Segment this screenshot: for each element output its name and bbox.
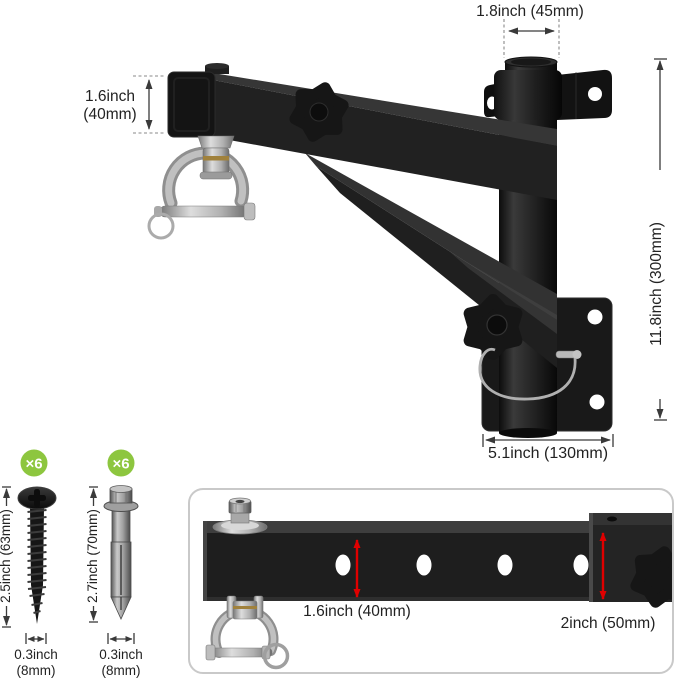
dim-label-top-width: 1.8inch (45mm) — [476, 3, 584, 20]
closeup-dim-label-end: 2inch (50mm) — [561, 615, 656, 632]
dim-post-height — [654, 58, 667, 421]
swivel-shackle — [147, 135, 256, 240]
closeup-end-hole — [607, 516, 617, 522]
closeup-bar — [203, 533, 589, 601]
qty-badge — [20, 449, 48, 477]
dim-label-screw-length: 2.5inch (63mm) — [0, 509, 13, 603]
bar-hole — [416, 554, 432, 576]
closeup-dim-lines — [353, 532, 607, 600]
qty-badge-label: ×6 — [112, 456, 129, 473]
plate-hole — [589, 394, 605, 410]
dim-label-plate-width: 5.1inch (130mm) — [488, 445, 608, 462]
included-screw: ×6 2.5inch (63mm) — [0, 449, 58, 678]
shackle-pin — [159, 205, 249, 218]
wood-screw — [17, 486, 57, 624]
bar-hole — [573, 554, 589, 576]
dim-plate-width — [482, 434, 614, 447]
shackle-ring — [147, 212, 175, 240]
mount-pipe — [494, 56, 562, 438]
closeup-panel-border — [188, 488, 674, 674]
wall-mount-bracket-figure — [147, 56, 613, 438]
dimension-annotations — [133, 19, 667, 447]
safety-pin-wire — [478, 347, 582, 401]
dim-screw-diameter — [25, 633, 47, 644]
dim-anchor-length — [89, 486, 98, 623]
bar-hole — [497, 554, 513, 576]
post-knob — [470, 300, 517, 354]
dim-label-cap-height-2: (40mm) — [83, 106, 136, 123]
included-anchor: ×6 2.7inch (70mm) 0.3inch (8mm) — [85, 449, 143, 678]
qty-badge-label: ×6 — [25, 456, 42, 473]
arm-end-cap — [167, 71, 216, 138]
anchor-bolt — [103, 485, 139, 620]
dim-screw-length — [2, 486, 11, 628]
dim-top-width — [503, 19, 560, 58]
plate-hole — [587, 309, 603, 325]
closeup-bar-top — [203, 521, 589, 533]
swivel-bolt-top — [205, 66, 229, 74]
bar-hole — [335, 554, 351, 576]
dim-label-anchor-diameter-2: (8mm) — [102, 663, 141, 678]
arm-knob — [292, 82, 346, 141]
dim-label-anchor-length: 2.7inch (70mm) — [85, 509, 100, 603]
qty-badge — [107, 449, 135, 477]
closeup-shackle — [205, 595, 290, 670]
dim-label-cap-height-1: 1.6inch — [85, 88, 135, 105]
dim-label-anchor-diameter-1: 0.3inch — [99, 647, 143, 662]
clamp-hole — [588, 87, 602, 101]
closeup-panel: 1.6inch (40mm) 2inch (50mm) — [188, 488, 674, 674]
dim-label-screw-diameter-2: (8mm) — [17, 663, 56, 678]
closeup-brass-ring — [233, 606, 257, 609]
closeup-shackle-ring — [262, 642, 290, 670]
dim-cap-height — [133, 75, 164, 134]
dim-label-post-height: 11.8inch (300mm) — [648, 222, 665, 346]
brass-ring — [203, 156, 229, 161]
dim-label-screw-diameter-1: 0.3inch — [14, 647, 58, 662]
closeup-swivel-top — [212, 497, 268, 535]
dim-anchor-diameter — [107, 633, 135, 644]
closeup-end-top — [589, 513, 673, 525]
closeup-dim-label-bar: 1.6inch (40mm) — [303, 603, 411, 620]
